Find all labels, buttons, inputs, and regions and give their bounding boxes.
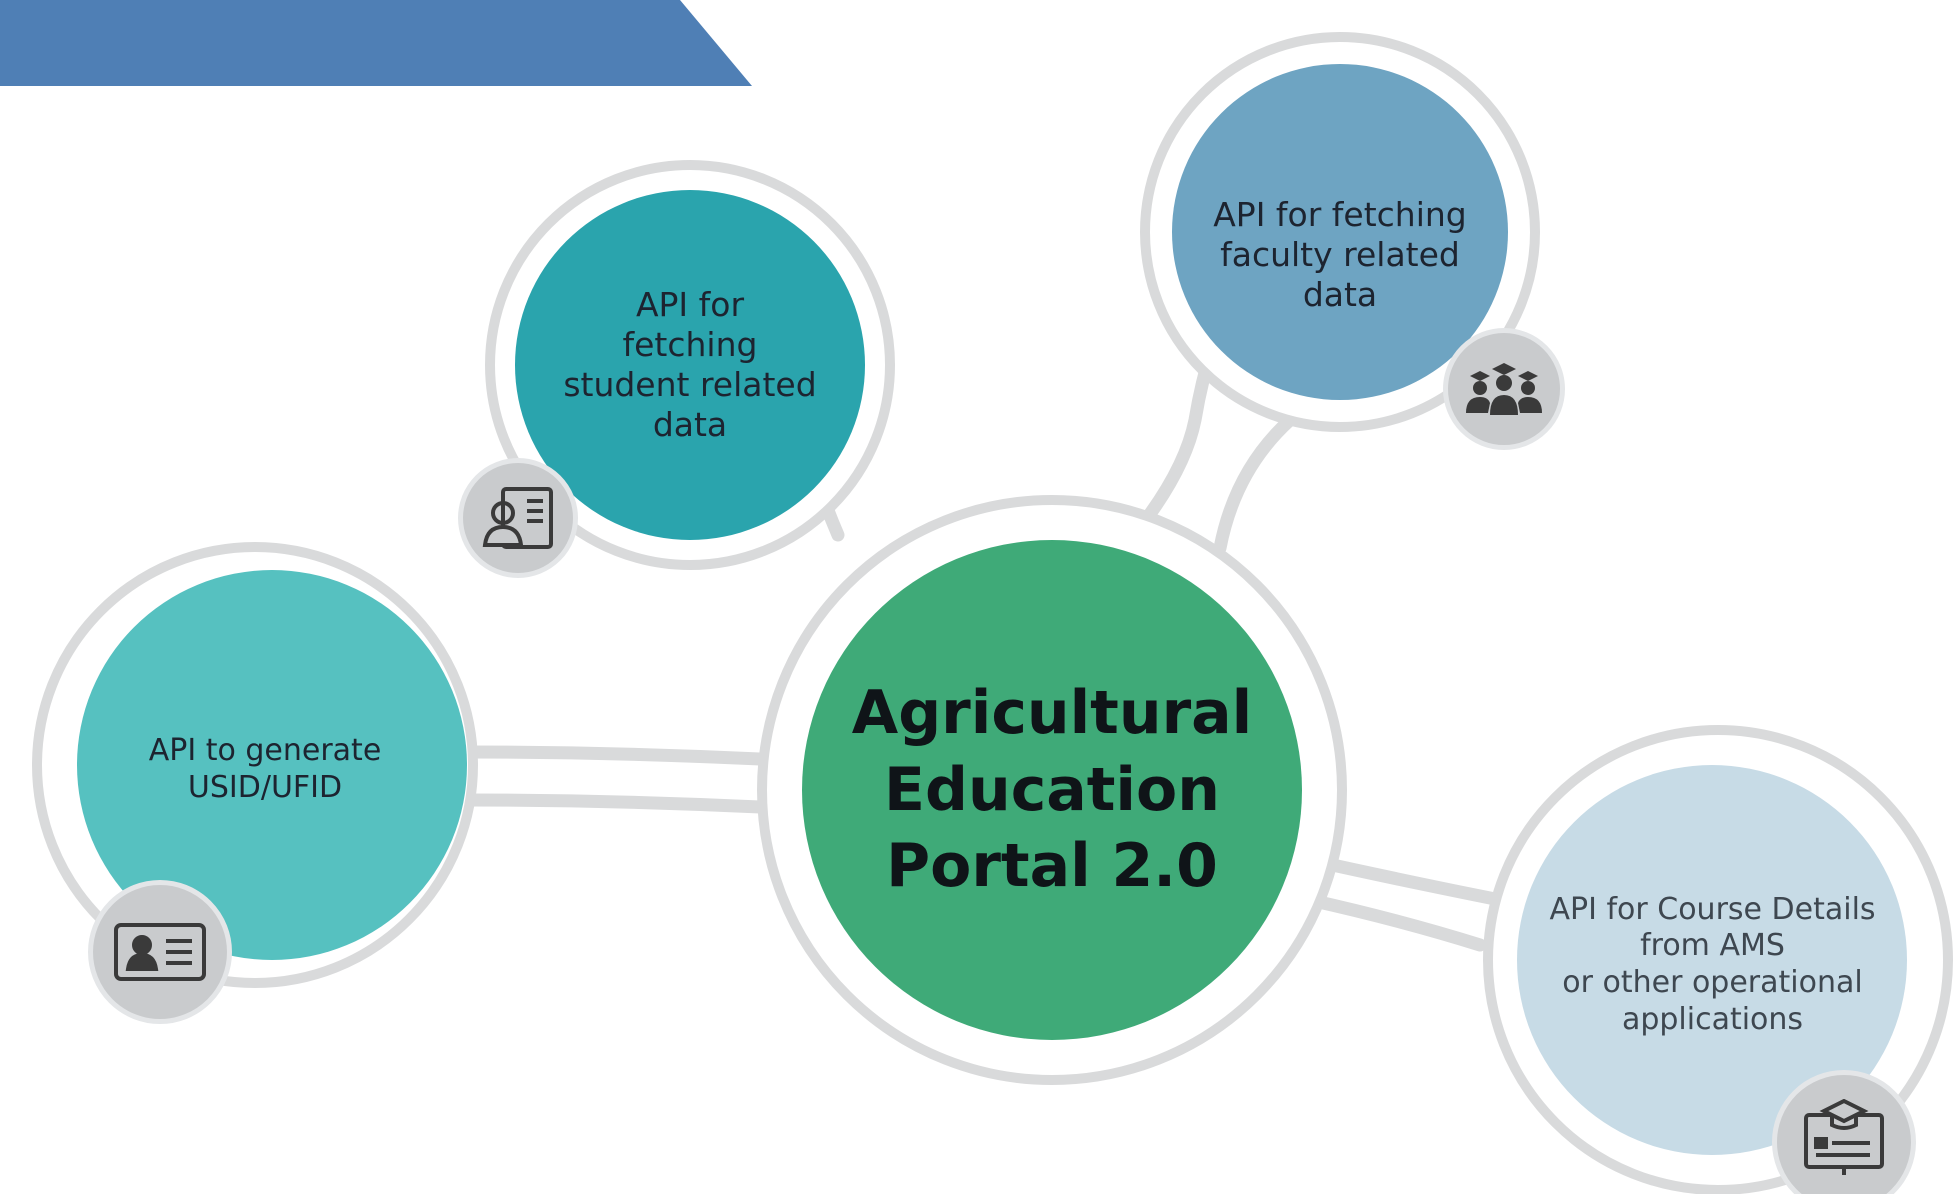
graduates-group-icon [1443, 328, 1565, 450]
course-circle [1517, 765, 1907, 1155]
connector-faculty-inner [1213, 413, 1297, 555]
id-card-icon [88, 880, 232, 1024]
usid-label: API to generate USID/UFID [148, 733, 382, 805]
connector-course-top [1303, 853, 1507, 907]
connector-usid-bottom [458, 793, 787, 815]
student-circle [515, 190, 865, 540]
student-label: API for fetching student related data [563, 284, 817, 445]
connector-usid-top [458, 745, 787, 767]
course-monitor-icon [1772, 1070, 1916, 1194]
faculty-circle [1172, 64, 1508, 400]
faculty-label: API for fetching faculty related data [1213, 194, 1467, 315]
center-circle [802, 540, 1302, 1040]
student-profile-card-icon [458, 458, 578, 578]
usid-circle [77, 570, 467, 960]
connector-course-bottom [1303, 893, 1487, 952]
course-label: API for Course Details from AMS or other… [1549, 891, 1876, 1037]
center-label: Agricultural Education Portal 2.0 [851, 677, 1253, 902]
header-banner [0, 0, 752, 86]
